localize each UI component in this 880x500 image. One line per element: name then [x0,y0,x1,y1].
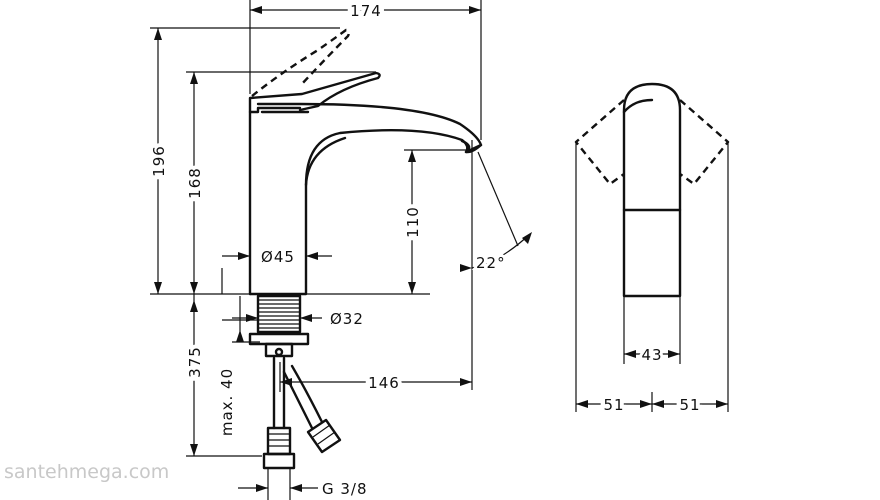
dim-spout-angle: 22° [476,254,506,272]
dim-height-total: 196 [150,145,168,177]
dim-side-right: 51 [679,396,700,414]
front-dimension-lines [575,142,729,412]
dim-width-top: 174 [350,2,382,20]
dim-side-left: 51 [603,396,624,414]
dim-spout-height: 110 [404,206,422,238]
faucet-front-view [574,82,730,298]
dim-below-counter: 375 [186,346,204,378]
dimension-lines [150,0,532,500]
mounting-thread [248,294,310,358]
dim-max-thickness: max. 40 [218,368,236,436]
dim-spout-reach: 146 [368,374,400,392]
faucet-side-view [248,28,483,296]
dim-connection: G 3/8 [322,480,368,498]
dim-lever-width: 43 [641,346,662,364]
dim-thread-diameter: Ø32 [330,310,364,328]
supply-hoses [262,356,342,470]
dim-height-lever: 168 [186,167,204,199]
watermark: santehmega.com [4,461,169,483]
dim-body-diameter: Ø45 [261,248,295,266]
